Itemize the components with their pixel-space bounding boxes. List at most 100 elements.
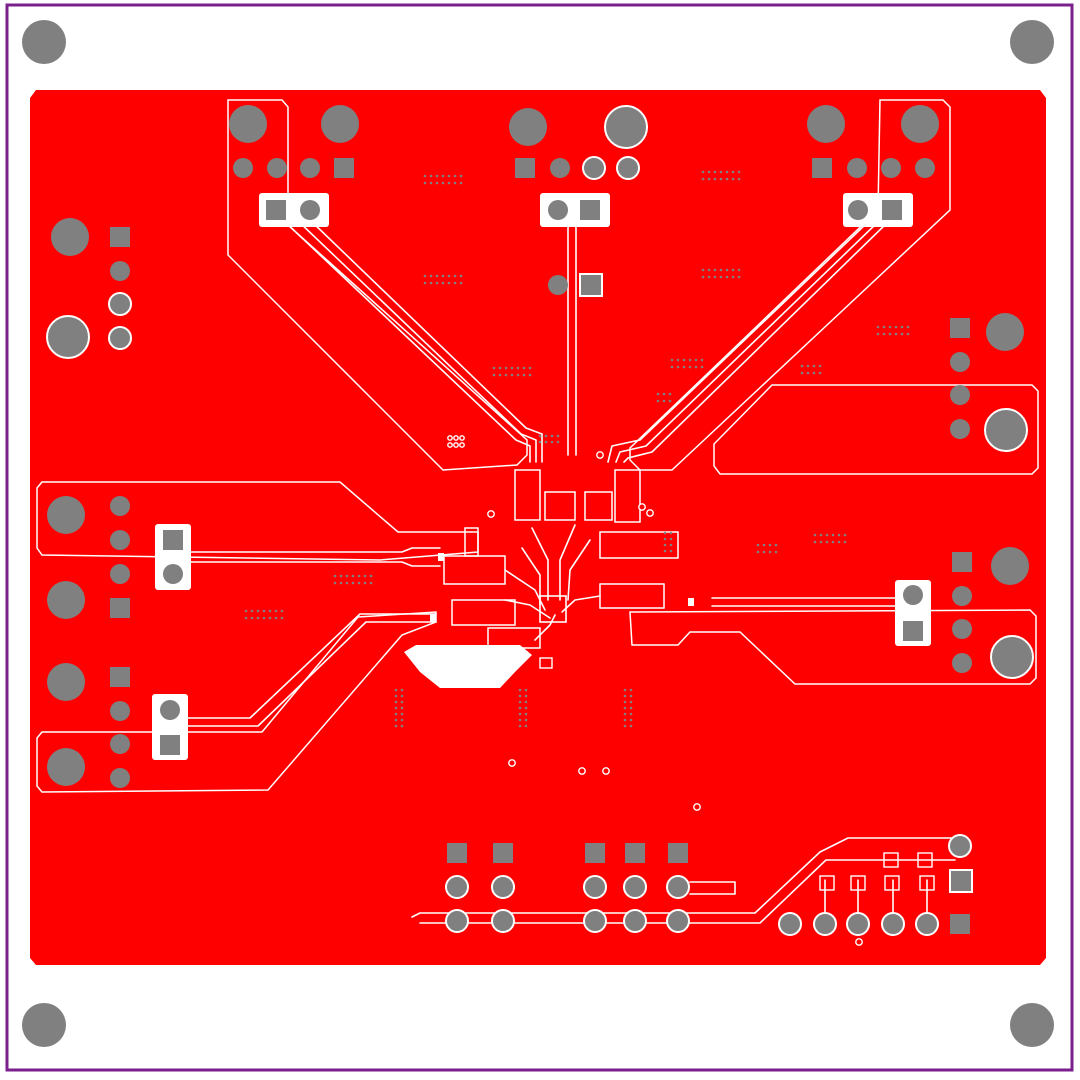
stitching-via [250,616,254,620]
stitching-via [459,174,463,178]
stitching-via [623,694,627,698]
stitching-via [663,549,667,553]
stitching-via [556,434,560,438]
stitching-via [544,440,548,444]
connector-pin [110,734,130,754]
smd-pad [917,852,933,868]
stitching-via [351,581,355,585]
stitching-via [719,177,723,181]
sma-pad-square [882,200,902,220]
stitching-via [244,609,248,613]
stitching-via [256,609,260,613]
stitching-via [623,712,627,716]
connector-pin-1 [515,158,535,178]
connector-pin-1 [334,158,354,178]
stitching-via [676,365,680,369]
connector-pin [110,496,130,516]
connector-pin [300,158,320,178]
stitching-via [843,540,847,544]
stitching-via [528,366,532,370]
sma-pad-round [548,200,568,220]
stitching-via [707,177,711,181]
stitching-via [518,718,522,722]
stitching-via [274,609,278,613]
mounting-hole [1010,20,1054,64]
stitching-via [423,181,427,185]
connector-pin-1 [110,667,130,687]
stitching-via [400,706,404,710]
connector-pin [108,292,132,316]
stitching-via [429,174,433,178]
header-pin [915,912,939,936]
via-ring [459,442,465,448]
stitching-via [688,358,692,362]
connector-mount-pad [509,108,547,146]
stitching-via [663,531,667,535]
connector-right-top [950,313,1028,452]
stitching-via [441,281,445,285]
stitching-via [518,694,522,698]
smd-pad [819,875,835,891]
stitching-via [504,373,508,377]
stitching-via [688,365,692,369]
cutout-center-bottom [404,645,532,688]
smd-pad [919,875,935,891]
stitching-via [825,540,829,544]
stitching-via [441,181,445,185]
stitching-via [737,177,741,181]
stitching-via [516,366,520,370]
via-ring [602,767,610,775]
stitching-via [670,358,674,362]
trace-top-left [282,219,531,463]
connector-pin [952,586,972,606]
sma-pad-square [160,735,180,755]
smd-pad [883,852,899,868]
sma-pad-round [903,585,923,605]
connector-pin [950,419,970,439]
fanout-block [599,583,665,609]
stitching-via [400,718,404,722]
stitching-via [400,712,404,716]
fanout-trace [531,527,549,601]
via-ring [447,442,453,448]
stitching-via [550,440,554,444]
connector-mount-pad [321,105,359,143]
trace-left-upper [183,561,441,567]
mounting-hole [22,1003,66,1047]
stitching-via [400,724,404,728]
stitching-via [894,325,898,329]
mounting-hole [22,20,66,64]
via-ring [646,509,654,517]
connector-mount-pad [51,218,89,256]
stitching-via [813,540,817,544]
zone-outline-right-upper [713,384,1039,475]
stitching-via [510,366,514,370]
connector-mount-pad [990,635,1034,679]
mounting-holes [22,20,1054,1047]
stitching-via [701,177,705,181]
stitching-via [900,325,904,329]
stitching-via [906,325,910,329]
stitching-via [663,543,667,547]
stitching-via [768,550,772,554]
stitching-via [357,574,361,578]
stitching-via [806,364,810,368]
stitching-via [524,706,528,710]
sma-pad-square [580,200,600,220]
connector-pin [110,701,130,721]
stitching-via [725,268,729,272]
header-pin-1 [668,843,688,863]
stitching-via [369,574,373,578]
connector-pin [110,768,130,788]
stitching-via [556,440,560,444]
header-pin [445,909,469,933]
stitching-via [663,537,667,541]
stitching-via [435,274,439,278]
via-ring [638,503,646,511]
stitching-via [538,440,542,444]
smd-pad [438,553,444,561]
stitching-via [394,700,398,704]
stitching-via [492,373,496,377]
stitching-via [762,550,766,554]
